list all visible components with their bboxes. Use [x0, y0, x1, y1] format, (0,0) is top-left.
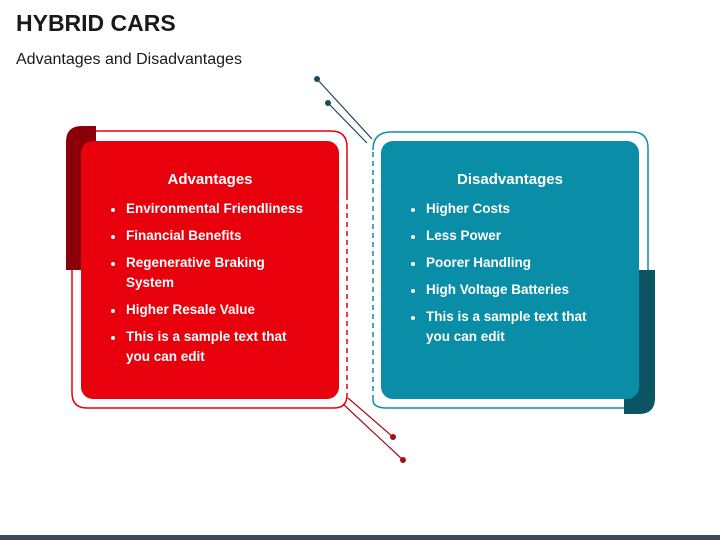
list-item-text: Less Power	[426, 228, 502, 243]
page-subtitle: Advantages and Disadvantages	[16, 51, 242, 68]
bullet-icon	[411, 235, 415, 239]
list-item-text: Regenerative Braking System	[126, 255, 265, 290]
list-item: Higher Resale Value	[111, 300, 339, 320]
advantages-card: Advantages Environmental Friendliness Fi…	[81, 141, 339, 399]
bullet-icon	[411, 208, 415, 212]
list-item: Financial Benefits	[111, 226, 339, 246]
bullet-icon	[411, 262, 415, 266]
disadvantages-heading: Disadvantages	[457, 171, 563, 188]
list-item: Regenerative Braking System	[111, 253, 286, 293]
top-connector-dot-2	[325, 100, 331, 106]
bottom-connector-dot-1	[390, 434, 396, 440]
bullet-icon	[411, 316, 415, 320]
bottom-connector-line-1	[347, 397, 394, 438]
bullet-icon	[111, 208, 115, 212]
list-item-text: This is a sample text that you can edit	[426, 309, 587, 344]
list-item: Environmental Friendliness	[111, 199, 339, 219]
top-connector-line-1	[316, 78, 373, 140]
list-item-text: Financial Benefits	[126, 228, 242, 243]
bullet-icon	[411, 289, 415, 293]
list-item-text: This is a sample text that you can edit	[126, 329, 287, 364]
list-item: Higher Costs	[411, 199, 639, 219]
list-item-text: Higher Costs	[426, 201, 511, 216]
advantages-heading: Advantages	[167, 171, 253, 188]
list-item: This is a sample text that you can edit	[411, 307, 606, 347]
bullet-icon	[111, 235, 115, 239]
disadvantages-card: Disadvantages Higher Costs Less Power Po…	[381, 141, 639, 399]
list-item: Poorer Handling	[411, 253, 639, 273]
disadvantages-list: Higher Costs Less Power Poorer Handling …	[381, 199, 639, 347]
bottom-connector-line-2	[342, 403, 404, 461]
bullet-icon	[111, 309, 115, 313]
disadvantages-outline-frame	[372, 399, 624, 409]
advantages-outline-frame	[96, 130, 348, 195]
bottom-connector-dot-2	[400, 457, 406, 463]
list-item: Less Power	[411, 226, 639, 246]
bullet-icon	[111, 336, 115, 340]
list-item: This is a sample text that you can edit	[111, 327, 306, 367]
page-title: HYBRID CARS	[16, 10, 176, 36]
top-connector-line-2	[327, 102, 368, 144]
advantages-list: Environmental Friendliness Financial Ben…	[81, 199, 339, 367]
list-item-text: Poorer Handling	[426, 255, 532, 270]
list-item-text: High Voltage Batteries	[426, 282, 570, 297]
list-item-text: Higher Resale Value	[126, 302, 256, 317]
list-item-text: Environmental Friendliness	[126, 201, 304, 216]
bullet-icon	[111, 262, 115, 266]
footer-bar	[0, 535, 720, 540]
top-connector-dot-1	[314, 76, 320, 82]
list-item: High Voltage Batteries	[411, 280, 639, 300]
